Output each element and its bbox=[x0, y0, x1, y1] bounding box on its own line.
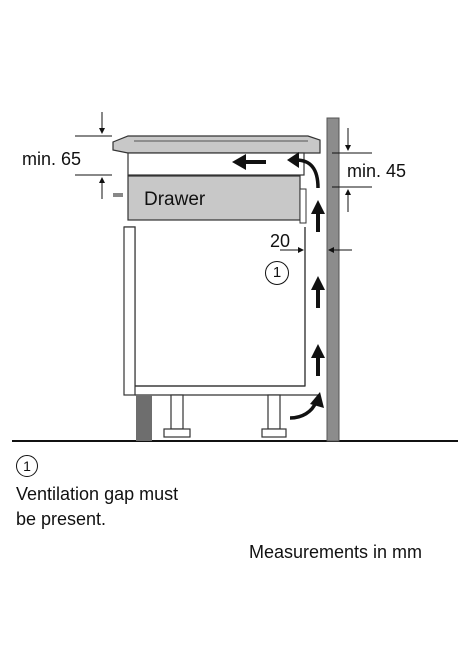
dim-min-45 bbox=[332, 128, 372, 212]
label-gap-20: 20 bbox=[270, 231, 291, 251]
installation-diagram bbox=[12, 112, 458, 442]
legend-number: 1 bbox=[16, 455, 38, 477]
airflow-arrows bbox=[232, 154, 325, 376]
curved-arrow-top bbox=[295, 158, 320, 189]
plinth bbox=[136, 395, 152, 441]
legend-text: Ventilation gap must be present. bbox=[16, 482, 178, 532]
legend: 1 bbox=[16, 453, 38, 477]
label-min-65: min. 65 bbox=[22, 149, 82, 169]
wall bbox=[326, 117, 340, 442]
legend-line-2: be present. bbox=[16, 509, 107, 529]
label-drawer: Drawer bbox=[144, 189, 206, 210]
label-min-45: min. 45 bbox=[347, 161, 407, 181]
drawer-front bbox=[127, 175, 301, 221]
cabinet-feet bbox=[163, 394, 287, 438]
legend-line-1: Ventilation gap must bbox=[16, 484, 179, 504]
dim-min-65 bbox=[75, 112, 112, 199]
callout-number: 1 bbox=[265, 261, 289, 285]
cooktop bbox=[112, 135, 321, 154]
cooktop-base bbox=[127, 152, 305, 176]
units-note: Measurements in mm bbox=[249, 542, 423, 562]
